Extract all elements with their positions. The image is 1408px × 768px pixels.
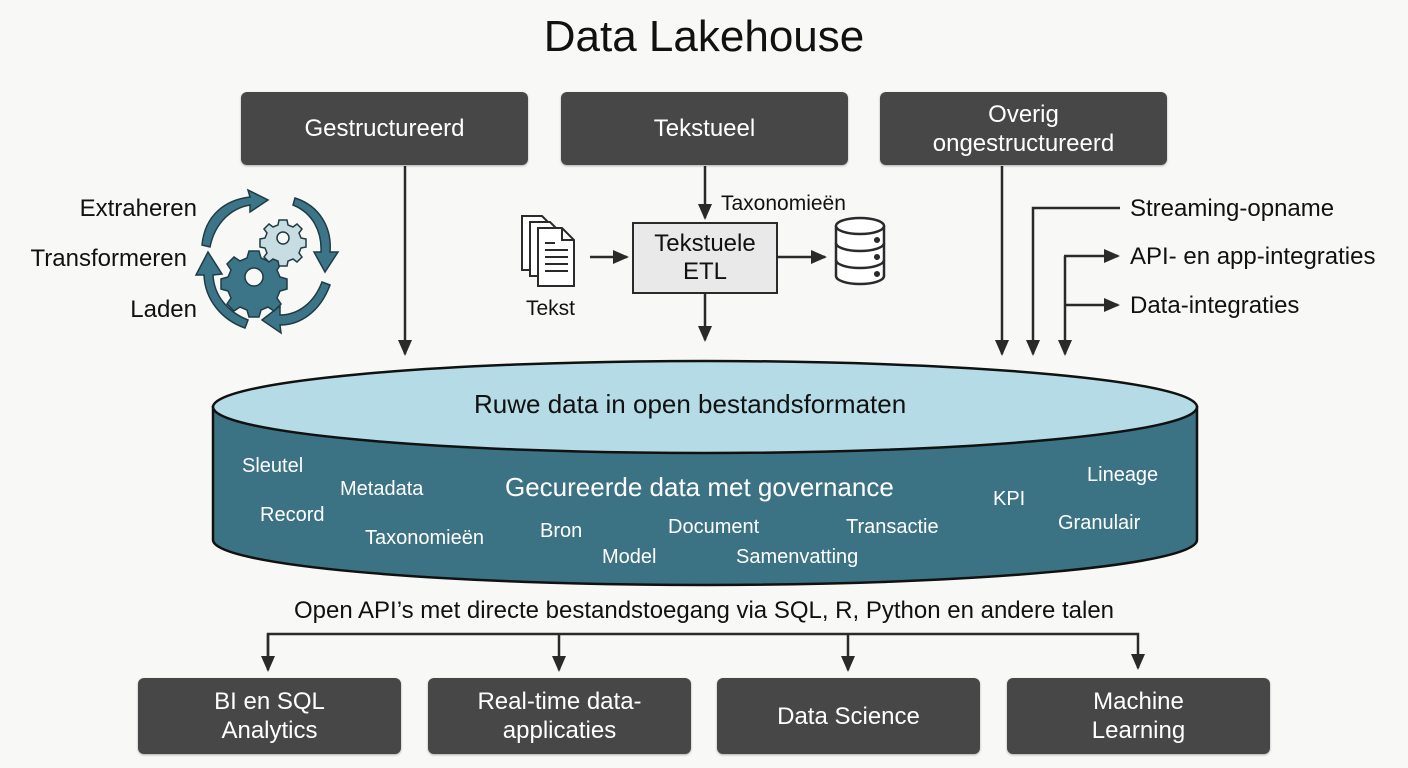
- consumer-machine-learning-label: Machine Learning: [1091, 688, 1186, 744]
- source-structured-label: Gestructureerd: [304, 115, 465, 142]
- consumer-bi-sql-label: BI en SQL Analytics: [214, 688, 325, 744]
- cycle-arrows-icon: [194, 188, 340, 335]
- tag-sleutel: Sleutel: [242, 455, 304, 477]
- tag-record: Record: [260, 504, 325, 526]
- consumer-bi-sql: BI en SQL Analytics: [138, 678, 401, 754]
- database-icon: [834, 216, 886, 286]
- tag-taxonomieen: Taxonomieën: [365, 527, 484, 549]
- consumer-machine-learning: Machine Learning: [1007, 678, 1270, 754]
- consumer-data-science: Data Science: [717, 678, 980, 754]
- tag-transactie: Transactie: [846, 516, 939, 538]
- lakehouse-storage-cylinder: [211, 359, 1199, 587]
- taxonomies-annotation: Taxonomieën: [721, 192, 846, 215]
- tag-bron: Bron: [540, 520, 583, 542]
- source-structured: Gestructureerd: [241, 92, 528, 165]
- etl-step-load: Laden: [130, 296, 197, 323]
- tag-metadata: Metadata: [340, 478, 424, 500]
- ingestion-data: Data-integraties: [1130, 292, 1300, 319]
- consumer-realtime-apps: Real-time data-applicaties: [428, 678, 691, 754]
- tag-granulair: Granulair: [1058, 512, 1141, 534]
- source-text-label: Tekstueel: [653, 115, 756, 142]
- raw-data-label: Ruwe data in open bestandsformaten: [474, 389, 907, 419]
- open-api-access-label: Open API’s met directe bestandstoegang v…: [293, 597, 1115, 624]
- tag-samenvatting: Samenvatting: [736, 546, 859, 568]
- source-unstructured: Overig ongestructureerd: [880, 92, 1167, 165]
- ingestion-streaming: Streaming-opname: [1130, 195, 1335, 222]
- documents-icon: [521, 215, 575, 287]
- etl-step-transform: Transformeren: [30, 245, 188, 272]
- gear-small-icon: [259, 219, 307, 267]
- ingestion-api-app: API- en app-integraties: [1130, 243, 1376, 270]
- tag-model: Model: [602, 546, 657, 568]
- text-etl-box: Tekstuele ETL: [632, 222, 778, 294]
- tag-document: Document: [668, 516, 760, 538]
- page-title: Data Lakehouse: [543, 12, 865, 61]
- text-etl-label: Tekstuele ETL: [654, 230, 756, 285]
- tag-kpi: KPI: [993, 488, 1026, 510]
- source-text: Tekstueel: [561, 92, 848, 165]
- curated-data-label: Gecureerde data met governance: [505, 472, 894, 502]
- access-connectors: [261, 632, 1145, 672]
- consumer-realtime-apps-label: Real-time data-applicaties: [477, 688, 642, 744]
- tag-lineage: Lineage: [1087, 464, 1159, 486]
- consumer-data-science-label: Data Science: [777, 702, 920, 730]
- source-unstructured-label: Overig ongestructureerd: [932, 100, 1115, 157]
- arrow-streaming: [1026, 206, 1120, 356]
- text-input-label: Tekst: [526, 297, 576, 320]
- etl-step-extract: Extraheren: [79, 195, 197, 222]
